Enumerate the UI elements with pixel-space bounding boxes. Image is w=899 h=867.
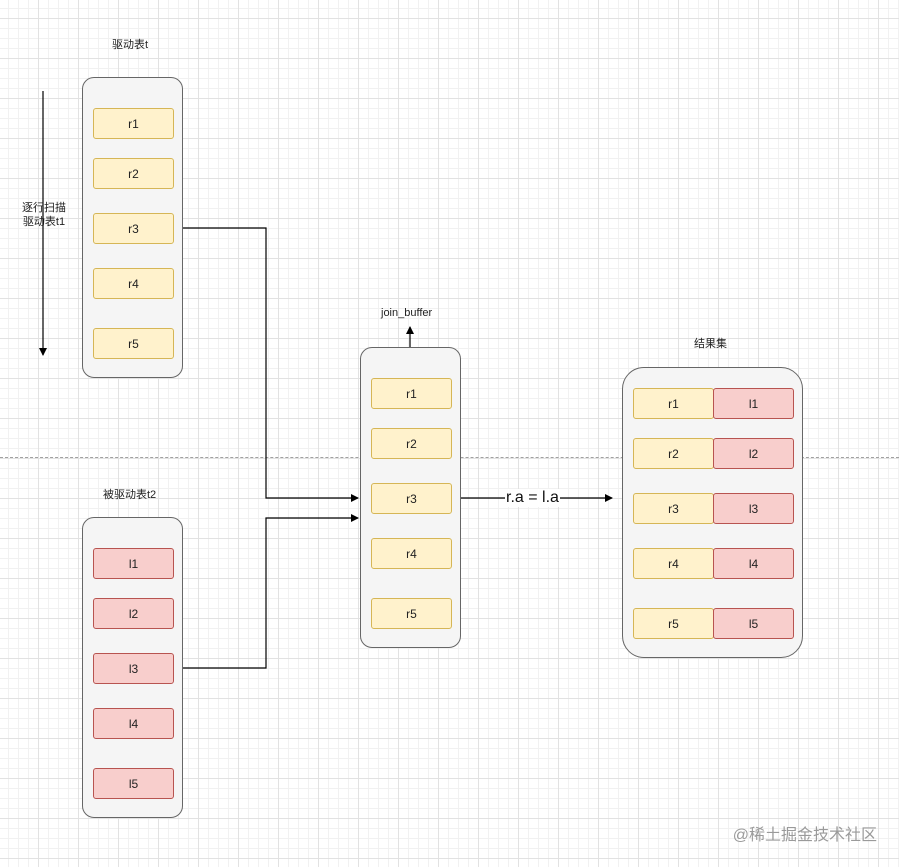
scan-note-line2: 驱动表t1 [22, 216, 66, 228]
driven-to-buffer-arrow [173, 514, 359, 669]
buffer-row[interactable]: r3 [371, 483, 452, 514]
join-buffer-title: join_buffer [381, 307, 433, 319]
driven-table-container[interactable]: l1 l2 l3 l4 l5 [82, 517, 183, 818]
driven-row[interactable]: l2 [93, 598, 174, 629]
driving-row[interactable]: r1 [93, 108, 174, 139]
driven-row[interactable]: l5 [93, 768, 174, 799]
driving-row[interactable]: r5 [93, 328, 174, 359]
result-right-cell[interactable]: l1 [713, 388, 794, 419]
driven-row[interactable]: l4 [93, 708, 174, 739]
result-right-cell[interactable]: l2 [713, 438, 794, 469]
watermark: @稀土掘金技术社区 [732, 827, 877, 844]
buffer-row[interactable]: r5 [371, 598, 452, 629]
result-left-cell[interactable]: r1 [633, 388, 714, 419]
result-left-cell[interactable]: r3 [633, 493, 714, 524]
driving-table-title: 驱动表t [112, 39, 149, 51]
join-buffer-container[interactable]: r1 r2 r3 r4 r5 [360, 347, 461, 648]
driving-to-buffer-arrow [173, 227, 359, 502]
result-right-cell[interactable]: l4 [713, 548, 794, 579]
scan-note: 逐行扫描 驱动表t1 [14, 201, 74, 229]
buffer-row[interactable]: r1 [371, 378, 452, 409]
driving-table-container[interactable]: r1 r2 r3 r4 r5 [82, 77, 183, 378]
scan-note-line1: 逐行扫描 [22, 202, 66, 214]
join-condition-label: r.a = l.a [505, 489, 560, 507]
driving-row[interactable]: r4 [93, 268, 174, 299]
result-left-cell[interactable]: r2 [633, 438, 714, 469]
driving-row[interactable]: r3 [93, 213, 174, 244]
driven-row[interactable]: l1 [93, 548, 174, 579]
buffer-row[interactable]: r4 [371, 538, 452, 569]
result-right-cell[interactable]: l5 [713, 608, 794, 639]
buffer-row[interactable]: r2 [371, 428, 452, 459]
result-set-title: 结果集 [694, 338, 727, 350]
driven-table-title: 被驱动表t2 [103, 489, 157, 501]
driven-row[interactable]: l3 [93, 653, 174, 684]
result-left-cell[interactable]: r5 [633, 608, 714, 639]
driving-row[interactable]: r2 [93, 158, 174, 189]
result-right-cell[interactable]: l3 [713, 493, 794, 524]
result-left-cell[interactable]: r4 [633, 548, 714, 579]
result-set-container[interactable]: r1 l1 r2 l2 r3 l3 r4 l4 r5 l5 [622, 367, 803, 658]
